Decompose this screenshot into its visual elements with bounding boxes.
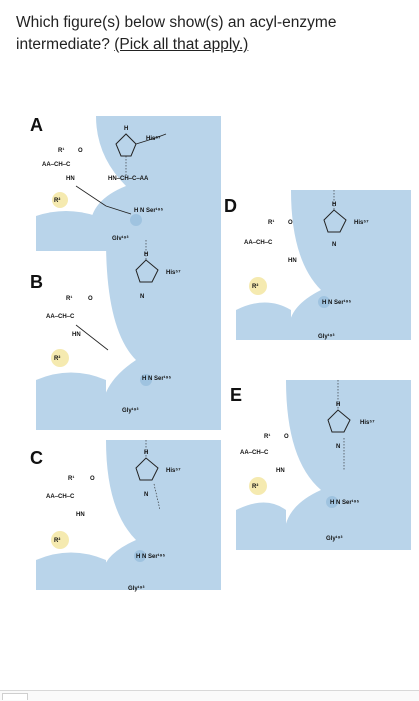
b-r1: R¹ — [66, 295, 72, 302]
figure-a-diagram: R¹ O AA‒CH‒C HN R² H His⁵⁷ HN‒CH‒C‒AA H … — [36, 116, 221, 251]
b-ser: H N Ser¹⁹⁵ — [142, 375, 172, 382]
c-o: O — [90, 476, 95, 482]
figure-d-diagram: R¹ O AA‒CH‒C HN R² H His⁵⁷ N H N Ser¹⁹⁵ … — [236, 190, 411, 340]
e-gly: Gly¹⁹³ — [326, 535, 343, 542]
a-h: H — [124, 126, 128, 132]
a-r1: R¹ — [58, 147, 64, 154]
b-his: His⁵⁷ — [166, 270, 181, 276]
c-n: N — [144, 492, 148, 498]
d-aa-ch-c: AA‒CH‒C — [244, 240, 273, 246]
b-o: O — [88, 296, 93, 302]
c-his: His⁵⁷ — [166, 468, 181, 474]
d-his: His⁵⁷ — [354, 220, 369, 226]
question-text: Which figure(s) below show(s) an acyl-en… — [16, 12, 406, 56]
b-gly: Gly¹⁹³ — [122, 407, 139, 414]
figure-b-letter: B — [30, 272, 43, 292]
e-h: H — [336, 402, 340, 408]
figure-e-panel[interactable]: R¹ O AA‒CH‒C HN R² H His⁵⁷ N H N Ser¹⁹⁵ … — [236, 380, 411, 580]
a-gly: Gly¹⁹³ — [112, 235, 129, 242]
b-hn: HN — [72, 332, 81, 338]
figure-d-letter: D — [224, 196, 237, 216]
figure-a-panel[interactable]: R¹ O AA‒CH‒C HN R² H His⁵⁷ HN‒CH‒C‒AA H … — [36, 116, 221, 251]
figure-c-letter: C — [30, 448, 43, 468]
bottom-toolbar — [0, 690, 419, 701]
b-n: N — [140, 294, 144, 300]
pick-all-link[interactable]: (Pick all that apply.) — [114, 36, 249, 53]
a-ser: H N Ser¹⁹⁵ — [134, 207, 164, 214]
d-h: H — [332, 202, 336, 208]
figure-e-letter: E — [230, 385, 243, 405]
e-r1: R¹ — [264, 433, 270, 440]
question-body: Which figure(s) below show(s) an acyl-en… — [16, 14, 337, 53]
b-h: H — [144, 252, 148, 258]
b-r2: R² — [54, 355, 60, 362]
c-ser: H N Ser¹⁹⁵ — [136, 553, 166, 560]
c-h: H — [144, 450, 148, 456]
d-hn: HN — [288, 258, 297, 264]
d-ser: H N Ser¹⁹⁵ — [322, 299, 352, 306]
c-gly: Gly¹⁹³ — [128, 585, 145, 592]
figure-b-diagram: R¹ O AA‒CH‒C HN R² H His⁵⁷ N H N Ser¹⁹⁵ … — [36, 240, 221, 430]
bottom-tab[interactable] — [2, 693, 28, 700]
c-hn: HN — [76, 512, 85, 518]
b-aa-ch-c: AA‒CH‒C — [46, 314, 75, 320]
a-aa-ch-c: AA‒CH‒C — [42, 162, 71, 168]
e-his: His⁵⁷ — [360, 420, 375, 426]
c-r2: R² — [54, 537, 60, 544]
e-r2: R² — [252, 483, 258, 490]
e-aa-ch-c: AA‒CH‒C — [240, 450, 269, 456]
c-aa-ch-c: AA‒CH‒C — [46, 494, 75, 500]
a-r2: R² — [54, 197, 60, 204]
figure-a-letter: A — [30, 115, 43, 135]
a-hn: HN — [66, 176, 75, 182]
a-hn-ch-c-aa: HN‒CH‒C‒AA — [108, 176, 149, 182]
e-n: N — [336, 444, 340, 450]
a-o: O — [78, 148, 83, 154]
figure-b-panel[interactable]: R¹ O AA‒CH‒C HN R² H His⁵⁷ N H N Ser¹⁹⁵ … — [36, 240, 221, 430]
figure-c-diagram: R¹ O AA‒CH‒C HN R² H His⁵⁷ N H N Ser¹⁹⁵ … — [36, 440, 221, 592]
c-r1: R¹ — [68, 475, 74, 482]
figure-d-panel[interactable]: R¹ O AA‒CH‒C HN R² H His⁵⁷ N H N Ser¹⁹⁵ … — [236, 190, 411, 370]
d-r1: R¹ — [268, 219, 274, 226]
e-hn: HN — [276, 468, 285, 474]
d-gly: Gly¹⁹³ — [318, 333, 335, 340]
e-ser: H N Ser¹⁹⁵ — [330, 499, 360, 506]
a-his: His⁵⁷ — [146, 136, 161, 142]
figure-e-diagram: R¹ O AA‒CH‒C HN R² H His⁵⁷ N H N Ser¹⁹⁵ … — [236, 380, 411, 550]
d-o: O — [288, 220, 293, 226]
d-n: N — [332, 242, 336, 248]
d-r2: R² — [252, 283, 258, 290]
e-o: O — [284, 434, 289, 440]
figure-c-panel[interactable]: R¹ O AA‒CH‒C HN R² H His⁵⁷ N H N Ser¹⁹⁵ … — [36, 440, 221, 610]
